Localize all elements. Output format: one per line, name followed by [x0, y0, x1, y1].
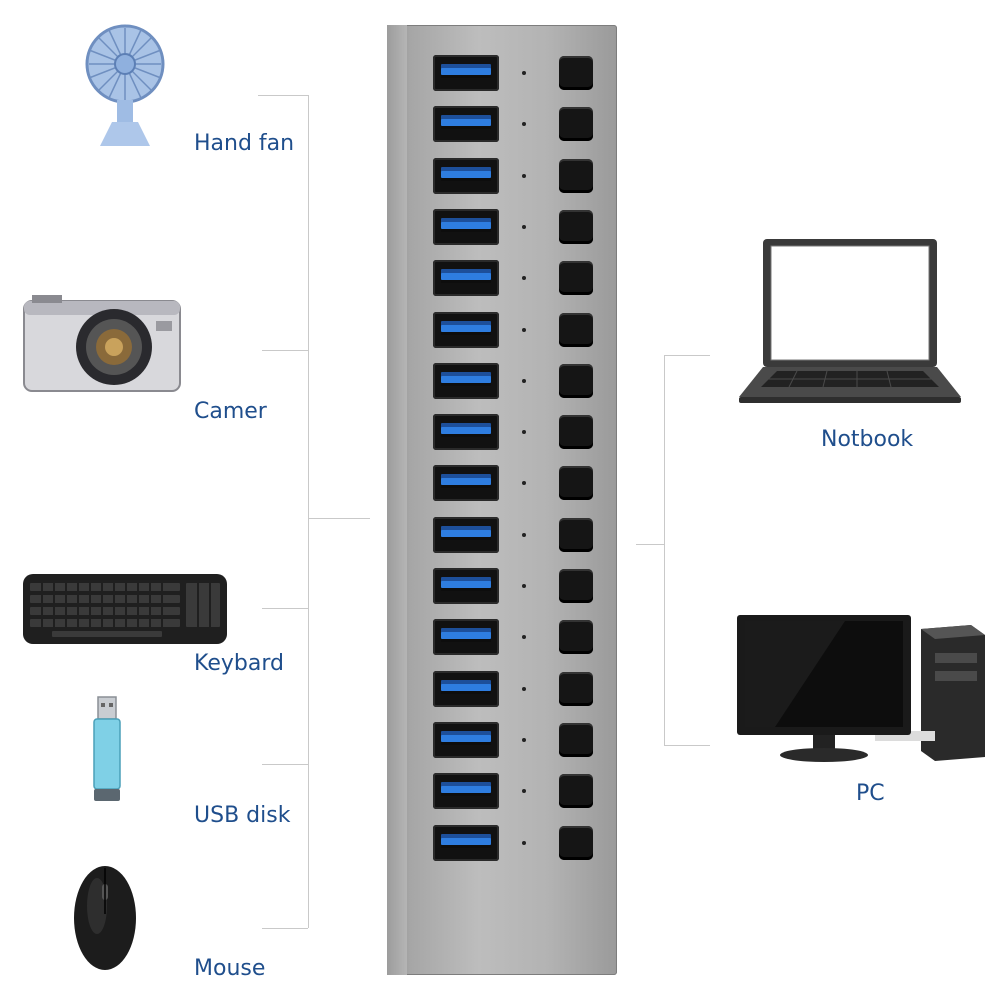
port-led-indicator: [522, 737, 526, 742]
usb-port-connector: [441, 529, 491, 540]
usb-port[interactable]: [433, 773, 499, 810]
port-led-indicator: [522, 635, 526, 640]
port-power-switch[interactable]: [559, 415, 593, 450]
port-power-switch[interactable]: [559, 363, 593, 398]
usb-port-connector: [441, 119, 491, 130]
usb-port-connector: [441, 170, 491, 181]
usb-port-connector: [441, 221, 491, 232]
usb-disk-icon: [93, 696, 121, 801]
connector-line: [262, 928, 308, 929]
port-power-switch[interactable]: [559, 107, 593, 142]
usb-port[interactable]: [433, 568, 499, 604]
hand-fan-icon: [85, 24, 165, 146]
port-led-indicator: [522, 789, 526, 794]
usb-port[interactable]: [433, 824, 499, 861]
usb-port-connector: [441, 478, 491, 489]
port-led-indicator: [522, 122, 526, 127]
usb-port[interactable]: [433, 55, 499, 91]
port-power-switch[interactable]: [559, 620, 593, 655]
usb-port[interactable]: [433, 362, 499, 399]
usb-port-connector: [441, 786, 491, 797]
port-led-indicator: [522, 224, 526, 229]
port-power-switch[interactable]: [559, 774, 593, 809]
usb-port-connector: [441, 632, 491, 643]
port-led-indicator: [522, 430, 526, 435]
connector-line: [262, 608, 308, 609]
usb-port-connector: [441, 273, 491, 284]
port-led-indicator: [522, 378, 526, 383]
usb-port-connector: [441, 837, 491, 848]
port-led-indicator: [522, 327, 526, 332]
usb-port[interactable]: [433, 311, 499, 348]
usb-port-connector: [441, 427, 491, 438]
port-led-indicator: [522, 584, 526, 588]
connector-bus-right: [664, 355, 665, 745]
device-label-notebook: Notbook: [821, 427, 914, 452]
connector-line: [258, 95, 308, 96]
usb-port[interactable]: [433, 721, 499, 758]
port-led-indicator: [522, 840, 526, 845]
port-led-indicator: [522, 276, 526, 281]
connector-line: [262, 350, 308, 351]
connector-line: [262, 764, 308, 765]
usb-port-connector: [441, 683, 491, 694]
port-power-switch[interactable]: [559, 825, 593, 860]
device-label-hand-fan: Hand fan: [194, 131, 295, 156]
device-label-mouse: Mouse: [194, 956, 266, 981]
usb-port[interactable]: [433, 414, 499, 451]
usb-port-connector: [441, 324, 491, 335]
usb-port[interactable]: [433, 106, 499, 143]
port-power-switch[interactable]: [559, 722, 593, 757]
keyboard-icon: [23, 574, 227, 644]
usb-hub-icon: [387, 25, 617, 975]
port-led-indicator: [522, 532, 526, 537]
connector-line: [664, 745, 710, 746]
port-led-indicator: [522, 71, 526, 75]
mouse-icon: [74, 866, 136, 970]
port-power-switch[interactable]: [559, 517, 593, 552]
port-power-switch[interactable]: [559, 466, 593, 501]
port-power-switch[interactable]: [559, 261, 593, 296]
port-power-switch[interactable]: [559, 56, 593, 90]
usb-port-connector: [441, 581, 491, 591]
usb-port[interactable]: [433, 619, 499, 656]
usb-port[interactable]: [433, 670, 499, 707]
port-led-indicator: [522, 481, 526, 486]
usb-port-connector: [441, 68, 491, 78]
usb-port[interactable]: [433, 516, 499, 553]
connector-line: [308, 518, 370, 519]
device-label-pc: PC: [856, 781, 885, 806]
laptop-icon: [739, 239, 961, 403]
connector-line: [664, 355, 710, 356]
port-power-switch[interactable]: [559, 312, 593, 347]
usb-port[interactable]: [433, 157, 499, 194]
connector-line: [636, 544, 664, 545]
usb-port-connector: [441, 375, 491, 386]
port-power-switch[interactable]: [559, 209, 593, 244]
desktop-pc-icon: [737, 615, 985, 762]
usb-port[interactable]: [433, 208, 499, 245]
device-label-keyboard: Keybard: [194, 651, 284, 676]
device-label-camera: Camer: [194, 399, 267, 424]
camera-icon: [23, 295, 181, 392]
device-label-usb-disk: USB disk: [194, 803, 291, 828]
port-power-switch[interactable]: [559, 158, 593, 193]
port-led-indicator: [522, 173, 526, 178]
usb-port[interactable]: [433, 260, 499, 297]
connector-bus-left: [308, 95, 309, 928]
usb-port-connector: [441, 734, 491, 745]
port-led-indicator: [522, 686, 526, 691]
port-power-switch[interactable]: [559, 671, 593, 706]
port-power-switch[interactable]: [559, 569, 593, 603]
usb-port[interactable]: [433, 465, 499, 502]
